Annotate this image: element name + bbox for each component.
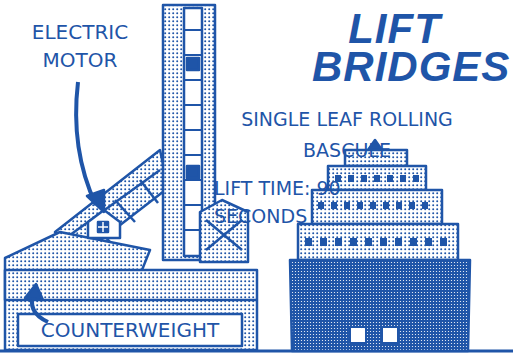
diagram-title: LIFT BRIDGES [312,10,477,86]
bridge-type-label: SINGLE LEAF ROLLING BASCULE [232,104,462,166]
part-label: COUNTERWEIGHT [18,317,242,343]
part-label: ELECTRIC MOTOR [10,18,150,74]
lift-time-note: LIFT TIME: 90 SECONDS [214,174,344,230]
